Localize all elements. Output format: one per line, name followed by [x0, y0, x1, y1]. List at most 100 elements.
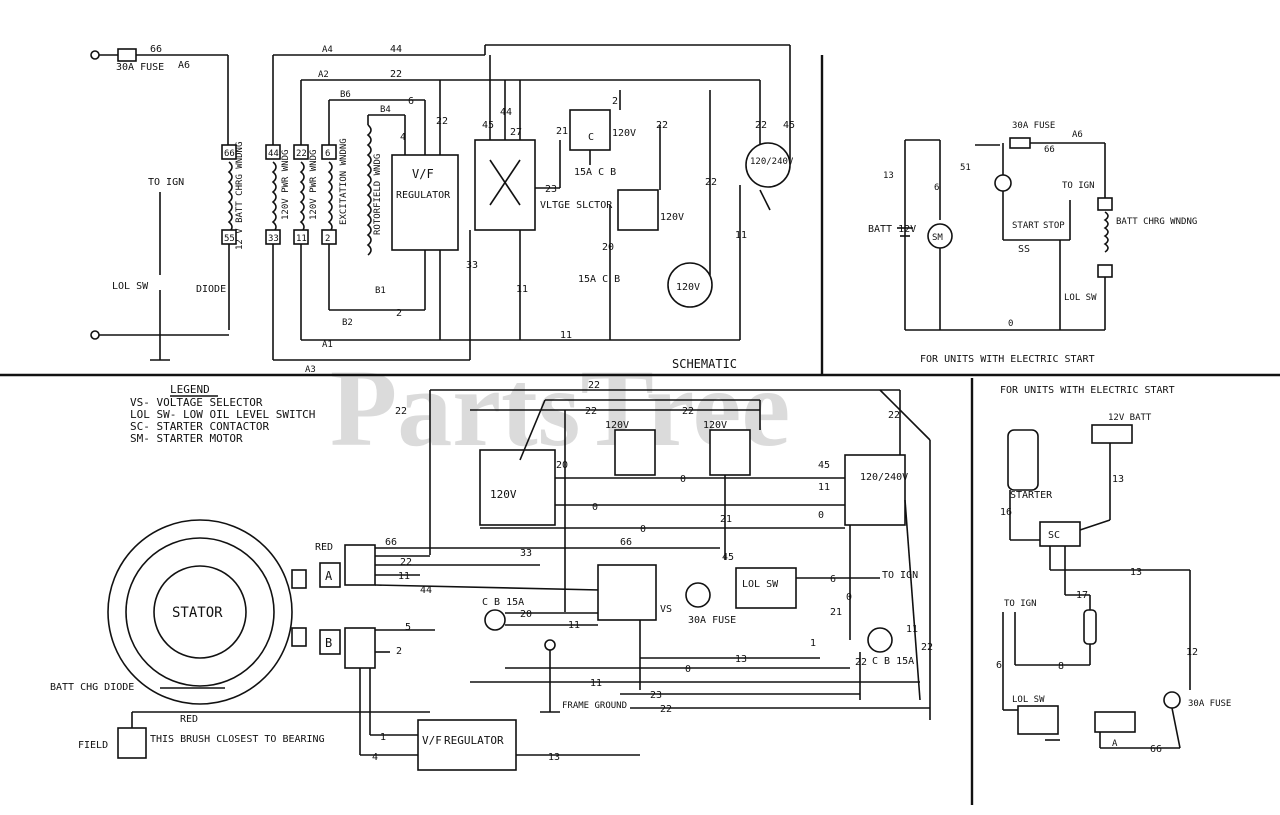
wire-label: 13 — [735, 654, 747, 665]
wire-label: 0 — [1008, 319, 1013, 329]
frame-ground-label: FRAME GROUND — [562, 701, 627, 711]
wire-label: 23 — [650, 690, 662, 701]
wire-label: 6 — [830, 574, 836, 585]
wire — [1171, 707, 1181, 749]
wire-label: B2 — [342, 318, 353, 328]
starter-contactor-icon — [1039, 521, 1081, 547]
sm-label: SM — [932, 233, 943, 243]
wire-label: 33 — [466, 260, 478, 271]
starter-motor-icon — [1007, 429, 1039, 491]
vs-label: VS — [660, 604, 672, 615]
batt-label: BATT 12V — [868, 224, 916, 235]
wire-label: 51 — [960, 163, 971, 173]
wire-label: 17 — [1076, 590, 1088, 601]
wire-label: 20 — [602, 242, 614, 253]
lol-switch-box — [1017, 705, 1059, 735]
regulator-symbol: V/F — [422, 734, 442, 747]
stator-connector — [291, 627, 307, 647]
receptacle-120v-block — [479, 449, 556, 526]
wire-label: 8 — [1058, 661, 1064, 672]
terminal-box — [1097, 197, 1113, 211]
sw-120v-b-label: 120V — [703, 420, 727, 431]
legend-item: VS- VOLTAGE SELECTOR — [130, 396, 263, 409]
lol-switch-box — [735, 567, 797, 609]
stator-label: STATOR — [172, 605, 223, 621]
start-switch-icon — [1083, 609, 1097, 645]
wire-label: 20 — [556, 460, 568, 471]
regulator-label: REGULATOR — [444, 734, 504, 747]
wire-label: 2 — [396, 308, 402, 319]
to-ign-label: TO IGN — [1004, 599, 1037, 609]
ground-terminal-icon — [544, 639, 556, 651]
receptacle-box — [617, 189, 659, 231]
terminal-label: 11 — [296, 234, 307, 244]
receptacle-120v-label: 120V — [612, 128, 636, 139]
red-top-label: RED — [315, 542, 333, 553]
batt-chg-diode-label: BATT CHG DIODE — [50, 682, 134, 693]
switch-contact — [489, 159, 521, 206]
wire-label: 13 — [548, 752, 560, 763]
wire-label: B6 — [340, 90, 351, 100]
terminal-label: 55 — [224, 234, 235, 244]
wire-label: 0 — [640, 524, 646, 535]
legend-title: LEGEND — [170, 383, 210, 396]
brush-note: THIS BRUSH CLOSEST TO BEARING — [150, 734, 325, 745]
fuse-icon — [1009, 137, 1031, 149]
voltage-selector-label: VLTGE SLCTOR — [540, 200, 613, 211]
lol-sw-label: LOL SW — [1064, 293, 1097, 303]
outlet-120v-label: 120V — [676, 282, 700, 293]
pwr-wndng-1-label: 120V PWR WNDG — [281, 150, 291, 220]
wire-label: A2 — [318, 70, 329, 80]
ground-icon — [759, 189, 771, 211]
wire-label: 11 — [516, 284, 528, 295]
wire-label: 6 — [996, 660, 1002, 671]
wire-label: A6 — [1072, 130, 1083, 140]
wire-label: 44 — [390, 44, 402, 55]
wire-label: 22 — [755, 120, 767, 131]
fuse-holder-icon — [685, 582, 711, 608]
wire-label: 45 — [482, 120, 494, 131]
fuse-holder-icon — [1163, 691, 1181, 709]
wire-label: A1 — [322, 340, 333, 350]
terminal-icon — [90, 330, 100, 340]
red-bottom-label: RED — [180, 714, 198, 725]
wire-label: 22 — [921, 642, 933, 653]
battery-charge-winding-icon — [227, 161, 233, 233]
terminal-label: 22 — [296, 149, 307, 159]
excitation-wndng-label: EXCITATION WNDNG — [339, 138, 349, 225]
wire-label: 0 — [685, 664, 691, 675]
wire-label: 21 — [556, 126, 568, 137]
terminal-label: 6 — [325, 149, 330, 159]
wire-label: 22 — [682, 406, 694, 417]
schematic-title: SCHEMATIC — [672, 357, 737, 371]
wire-label: 22 — [656, 120, 668, 131]
excitation-winding-icon — [327, 161, 333, 233]
diode-label: DIODE — [196, 284, 226, 295]
lol-sw-label: LOL SW — [1012, 695, 1045, 705]
receptacle-120v-2-label: 120V — [660, 212, 684, 223]
fuse-label: 30A FUSE — [116, 62, 164, 73]
voltage-selector-box — [474, 139, 536, 231]
electric-start-bottom-title: FOR UNITS WITH ELECTRIC START — [1000, 385, 1175, 396]
schematic-section: 30A FUSE 66 A6 66 55 12 V BATT CHRG WNDN… — [90, 44, 795, 375]
terminal-label: 44 — [268, 149, 279, 159]
wire-label: 0 — [846, 592, 852, 603]
terminal-box — [1097, 264, 1113, 278]
plug-a-label: A — [325, 569, 333, 583]
terminal-label: 2 — [325, 234, 330, 244]
wire — [879, 389, 931, 441]
wire-label: 0 — [818, 510, 824, 521]
legend-item: SC- STARTER CONTACTOR — [130, 420, 269, 433]
wire-label: 6 — [934, 183, 939, 193]
wire-label: 66 — [1044, 145, 1055, 155]
batt-chrg-label: BATT CHRG WNDNG — [1116, 217, 1197, 227]
wire — [904, 499, 921, 701]
power-winding-icon — [271, 161, 277, 233]
wire-label: A3 — [305, 365, 316, 375]
wire-label: 4 — [400, 132, 406, 143]
pwr-wndng-2-label: 120V PWR WNDG — [309, 150, 319, 220]
cb-15a-left-label: C B 15A — [482, 597, 524, 608]
batt-label: 12V BATT — [1108, 413, 1152, 423]
wire — [1079, 519, 1111, 531]
